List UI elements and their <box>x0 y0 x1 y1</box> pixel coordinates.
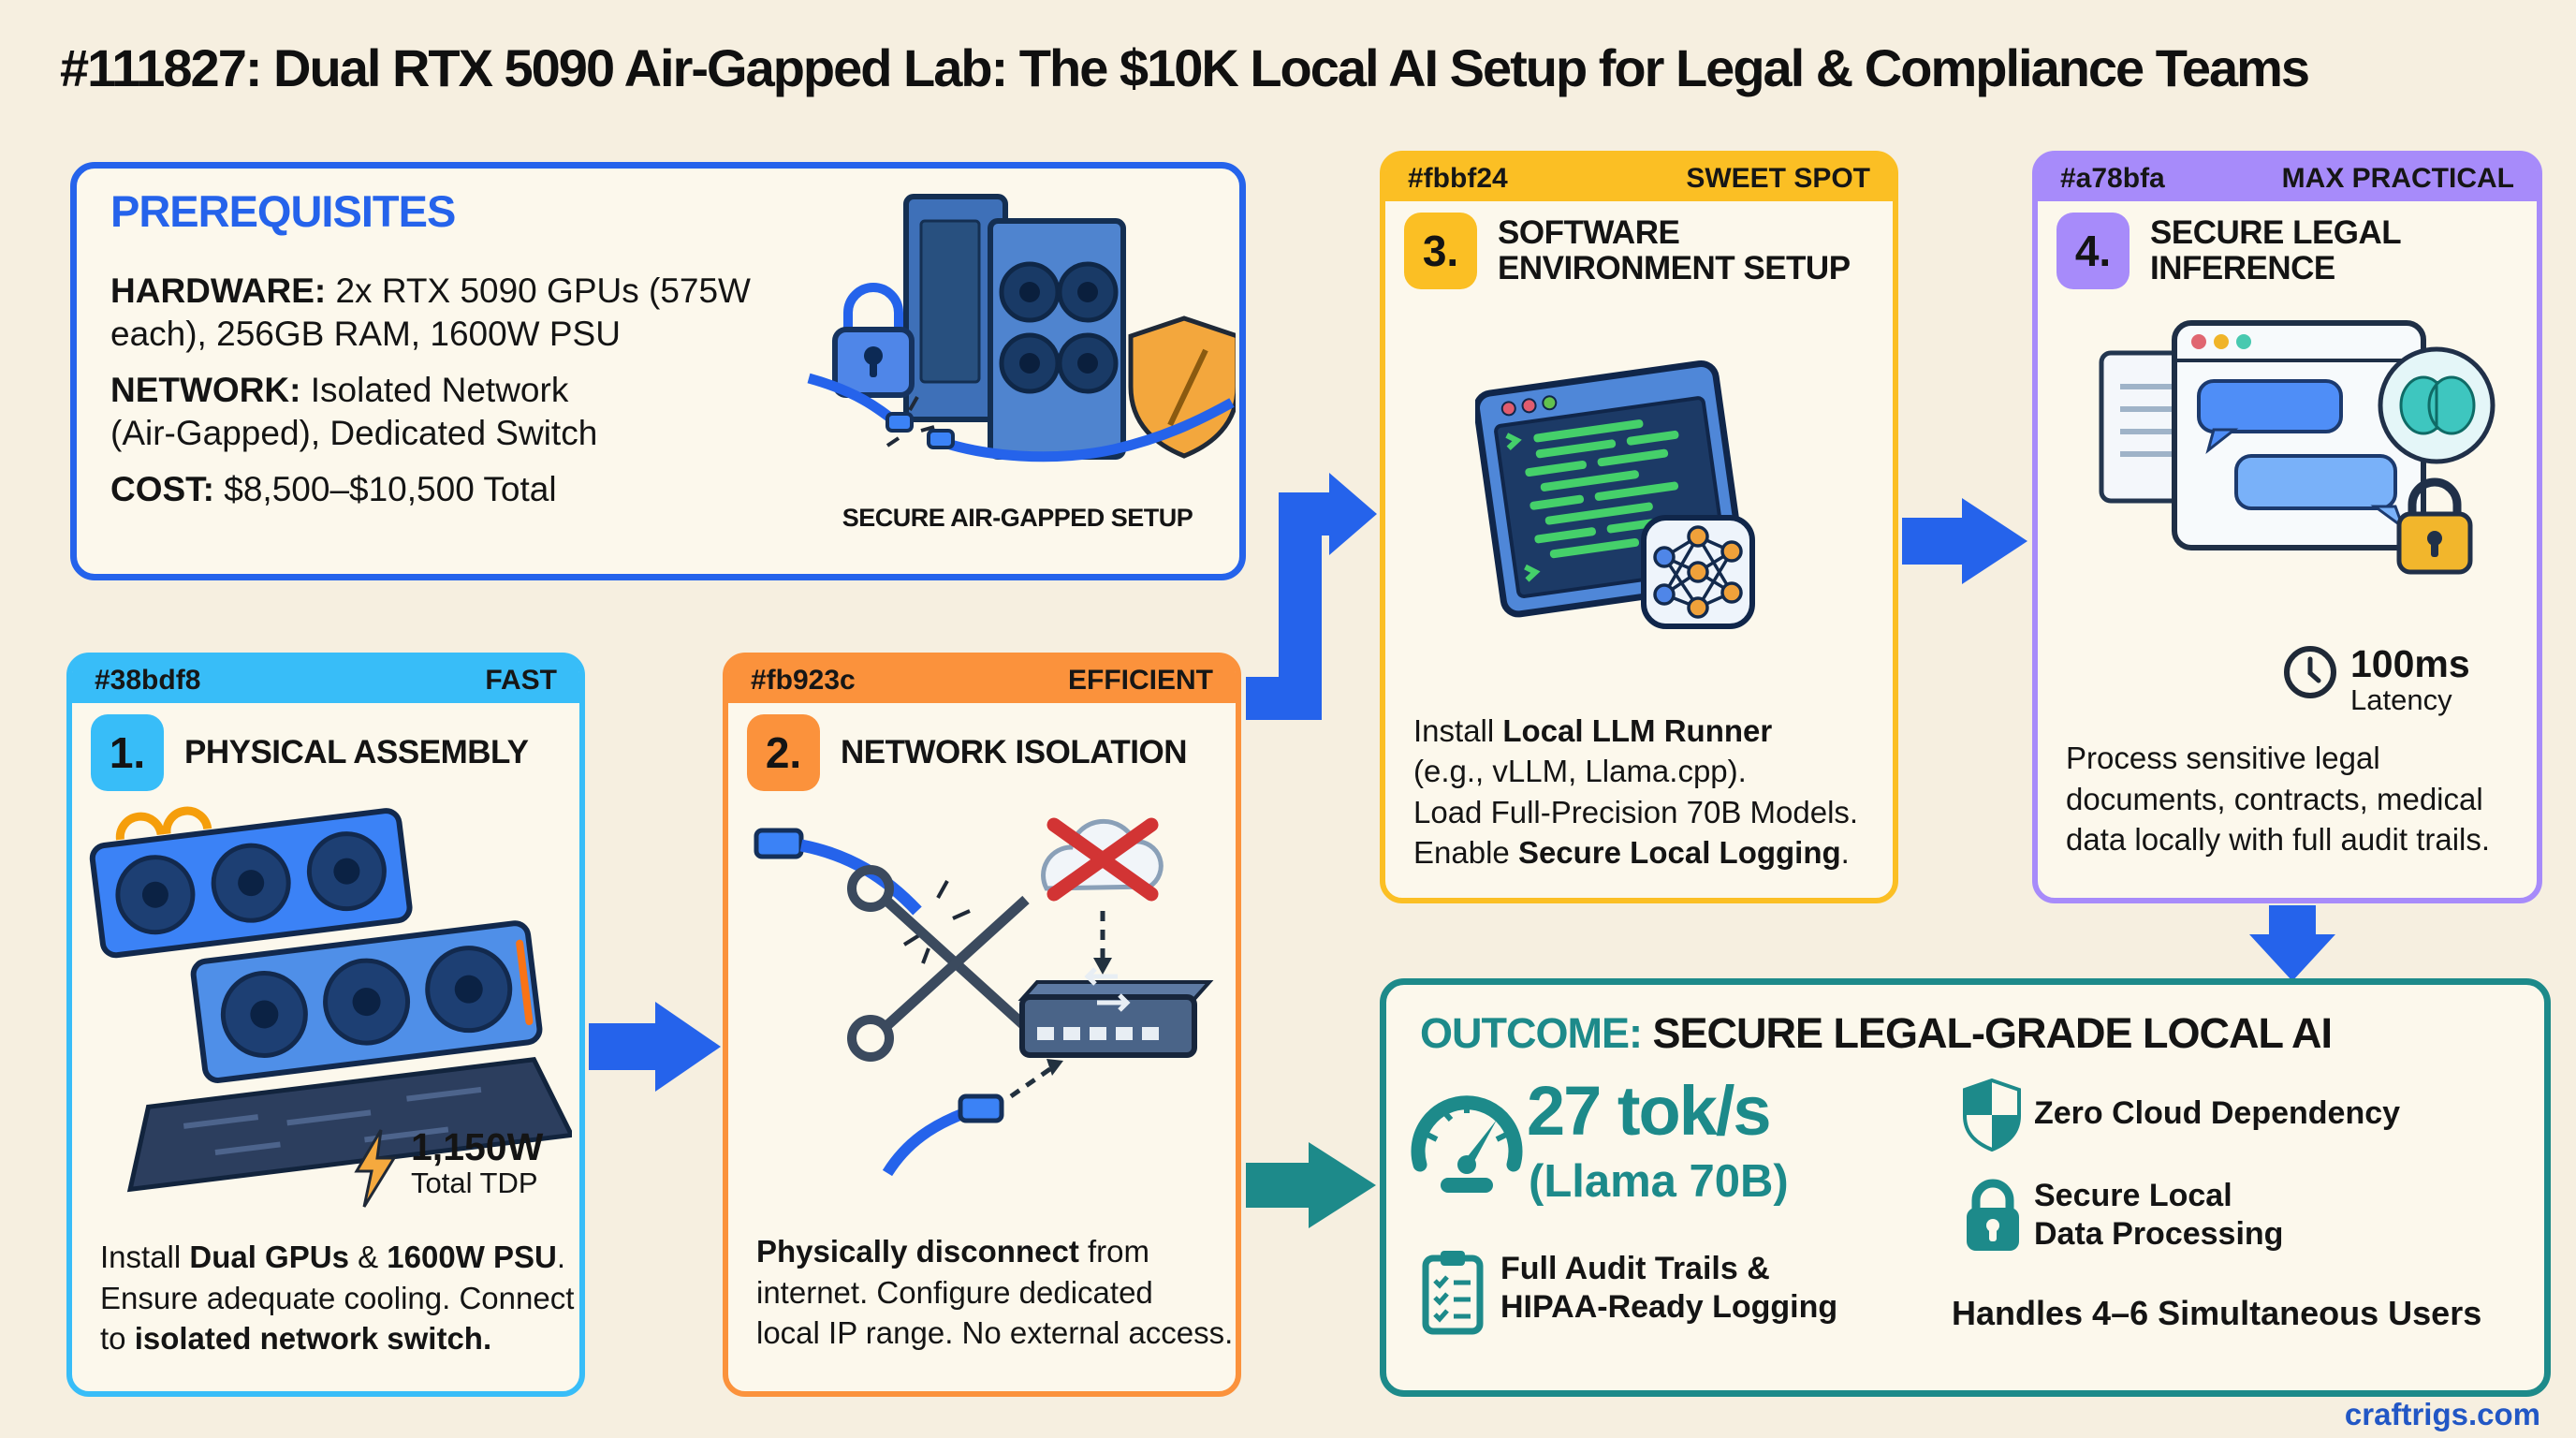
outcome-heading-label: OUTCOME: <box>1420 1009 1643 1057</box>
users-text: Handles 4–6 Simultaneous Users <box>1952 1294 2482 1332</box>
outcome-heading: OUTCOME: SECURE LEGAL-GRADE LOCAL AI <box>1420 1009 2333 1058</box>
step2-description: Physically disconnect from internet. Con… <box>756 1234 1234 1351</box>
power-label: Total TDP <box>411 1167 538 1199</box>
latency-metric: 100ms Latency <box>2283 645 2470 717</box>
step4-number-badge: 4. <box>2056 213 2130 289</box>
clock-icon <box>2284 646 2336 698</box>
arrow-step2-outcome <box>1246 1142 1376 1228</box>
latency-label: Latency <box>2350 683 2452 716</box>
gold-lock-icon <box>2396 477 2473 575</box>
prerequisites-heading: PREREQUISITES <box>110 186 456 236</box>
scissors-icon <box>847 865 1030 1062</box>
outcome-card: OUTCOME: SECURE LEGAL-GRADE LOCAL AI 27 … <box>1380 978 2551 1397</box>
network-switch-icon <box>1017 967 1214 1058</box>
plug-icon <box>882 1059 1063 1177</box>
padlock-icon <box>832 283 915 398</box>
prerequisites-card: PREREQUISITES HARDWARE: 2x RTX 5090 GPUs… <box>70 162 1246 580</box>
throughput-sub: (Llama 70B) <box>1529 1156 1789 1207</box>
power-value: 1,150W <box>411 1125 544 1168</box>
step-card-2: #fb923c EFFICIENT 2. NETWORK ISOLATION <box>723 653 1241 1397</box>
prerequisites-items: HARDWARE: 2x RTX 5090 GPUs (575W each), … <box>110 270 766 523</box>
no-cloud-icon <box>1041 817 1164 902</box>
outcome-heading-text: SECURE LEGAL-GRADE LOCAL AI <box>1641 1009 2333 1057</box>
gpu-card-front-icon <box>190 920 543 1083</box>
arrow-step2-step3 <box>1246 473 1377 720</box>
gpu-card-back-icon <box>89 806 413 959</box>
prereq-item-cost: COST: $8,500–$10,500 Total <box>110 469 557 508</box>
step2-number-badge: 2. <box>747 714 820 791</box>
chat-bubbles-icon <box>2197 379 2407 532</box>
ai-brain-icon <box>2378 346 2496 464</box>
step2-header-bar: #fb923c EFFICIENT <box>728 658 1236 703</box>
step2-tag: EFFICIENT <box>1068 665 1213 696</box>
step4-description: Process sensitive legal documents, contr… <box>2066 741 2491 858</box>
cloud-text: Zero Cloud Dependency <box>2034 1095 2401 1131</box>
illustration-caption: SECURE AIR-GAPPED SETUP <box>842 504 1193 532</box>
step4-hex-label: #a78bfa <box>2060 163 2165 194</box>
step1-title: PHYSICAL ASSEMBLY <box>184 734 529 771</box>
step4-tag: MAX PRACTICAL <box>2281 163 2514 194</box>
prereq-item-network: NETWORK: Isolated Network (Air-Gapped), … <box>110 370 598 452</box>
step3-hex-label: #fbbf24 <box>1408 163 1508 194</box>
neural-network-icon <box>1641 515 1755 629</box>
step1-tag: FAST <box>485 665 557 696</box>
step-card-4: #a78bfa MAX PRACTICAL 4. SECURE LEGAL IN… <box>2032 151 2542 903</box>
code-terminal-illustration <box>1475 360 1755 629</box>
step4-title: SECURE LEGAL INFERENCE <box>2150 214 2402 286</box>
step2-hex-label: #fb923c <box>751 665 856 696</box>
gpu-assembly-illustration <box>89 806 572 1193</box>
audit-text: Full Audit Trails & HIPAA-Ready Logging <box>1500 1251 1838 1325</box>
step3-tag: SWEET SPOT <box>1686 163 1870 194</box>
legal-inference-illustration <box>2099 320 2496 575</box>
step2-title: NETWORK ISOLATION <box>841 734 1188 771</box>
step3-number-badge: 3. <box>1404 213 1477 289</box>
arrow-step3-step4 <box>1902 498 2027 584</box>
step-card-3: #fbbf24 SWEET SPOT 3. SOFTWARE ENVIRONME… <box>1380 151 1898 903</box>
step4-header-bar: #a78bfa MAX PRACTICAL <box>2038 156 2537 201</box>
network-isolation-illustration <box>754 817 1214 1177</box>
teal-lock-icon <box>1967 1179 2019 1251</box>
step1-description: Install Dual GPUs & 1600W PSU. Ensure ad… <box>100 1240 575 1357</box>
step3-description: Install Local LLM Runner (e.g., vLLM, Ll… <box>1413 712 1859 871</box>
secure-airgapped-illustration <box>807 194 1236 462</box>
step1-hex-label: #38bdf8 <box>95 665 201 696</box>
arrow-step1-step2 <box>589 1002 721 1092</box>
watermark-link[interactable]: craftrigs.com <box>2344 1397 2540 1431</box>
speedometer-icon <box>1411 1095 1523 1193</box>
shield-icon <box>1128 315 1236 459</box>
server-tower-icon <box>903 194 1126 460</box>
power-metric: 1,150W Total TDP <box>353 1128 543 1209</box>
latency-value: 100ms <box>2350 642 2470 685</box>
step3-header-bar: #fbbf24 SWEET SPOT <box>1385 156 1893 201</box>
shield-check-icon <box>1963 1078 2021 1152</box>
throughput-value: 27 tok/s <box>1527 1072 1772 1150</box>
cable-break-spark <box>886 396 935 448</box>
secure-text: Secure Local Data Processing <box>2034 1178 2284 1252</box>
step1-header-bar: #38bdf8 FAST <box>72 658 579 703</box>
clipboard-icon <box>1422 1251 1484 1335</box>
lightning-icon <box>354 1129 397 1208</box>
step3-title: SOFTWARE ENVIRONMENT SETUP <box>1498 214 1851 286</box>
step1-number-badge: 1. <box>91 714 164 791</box>
prereq-item-hardware: HARDWARE: 2x RTX 5090 GPUs (575W each), … <box>110 271 751 353</box>
page-title: #111827: Dual RTX 5090 Air-Gapped Lab: T… <box>60 38 2310 97</box>
arrow-step4-outcome <box>2249 905 2335 981</box>
step-card-1: #38bdf8 FAST 1. PHYSICAL ASSEMBLY <box>66 653 585 1397</box>
